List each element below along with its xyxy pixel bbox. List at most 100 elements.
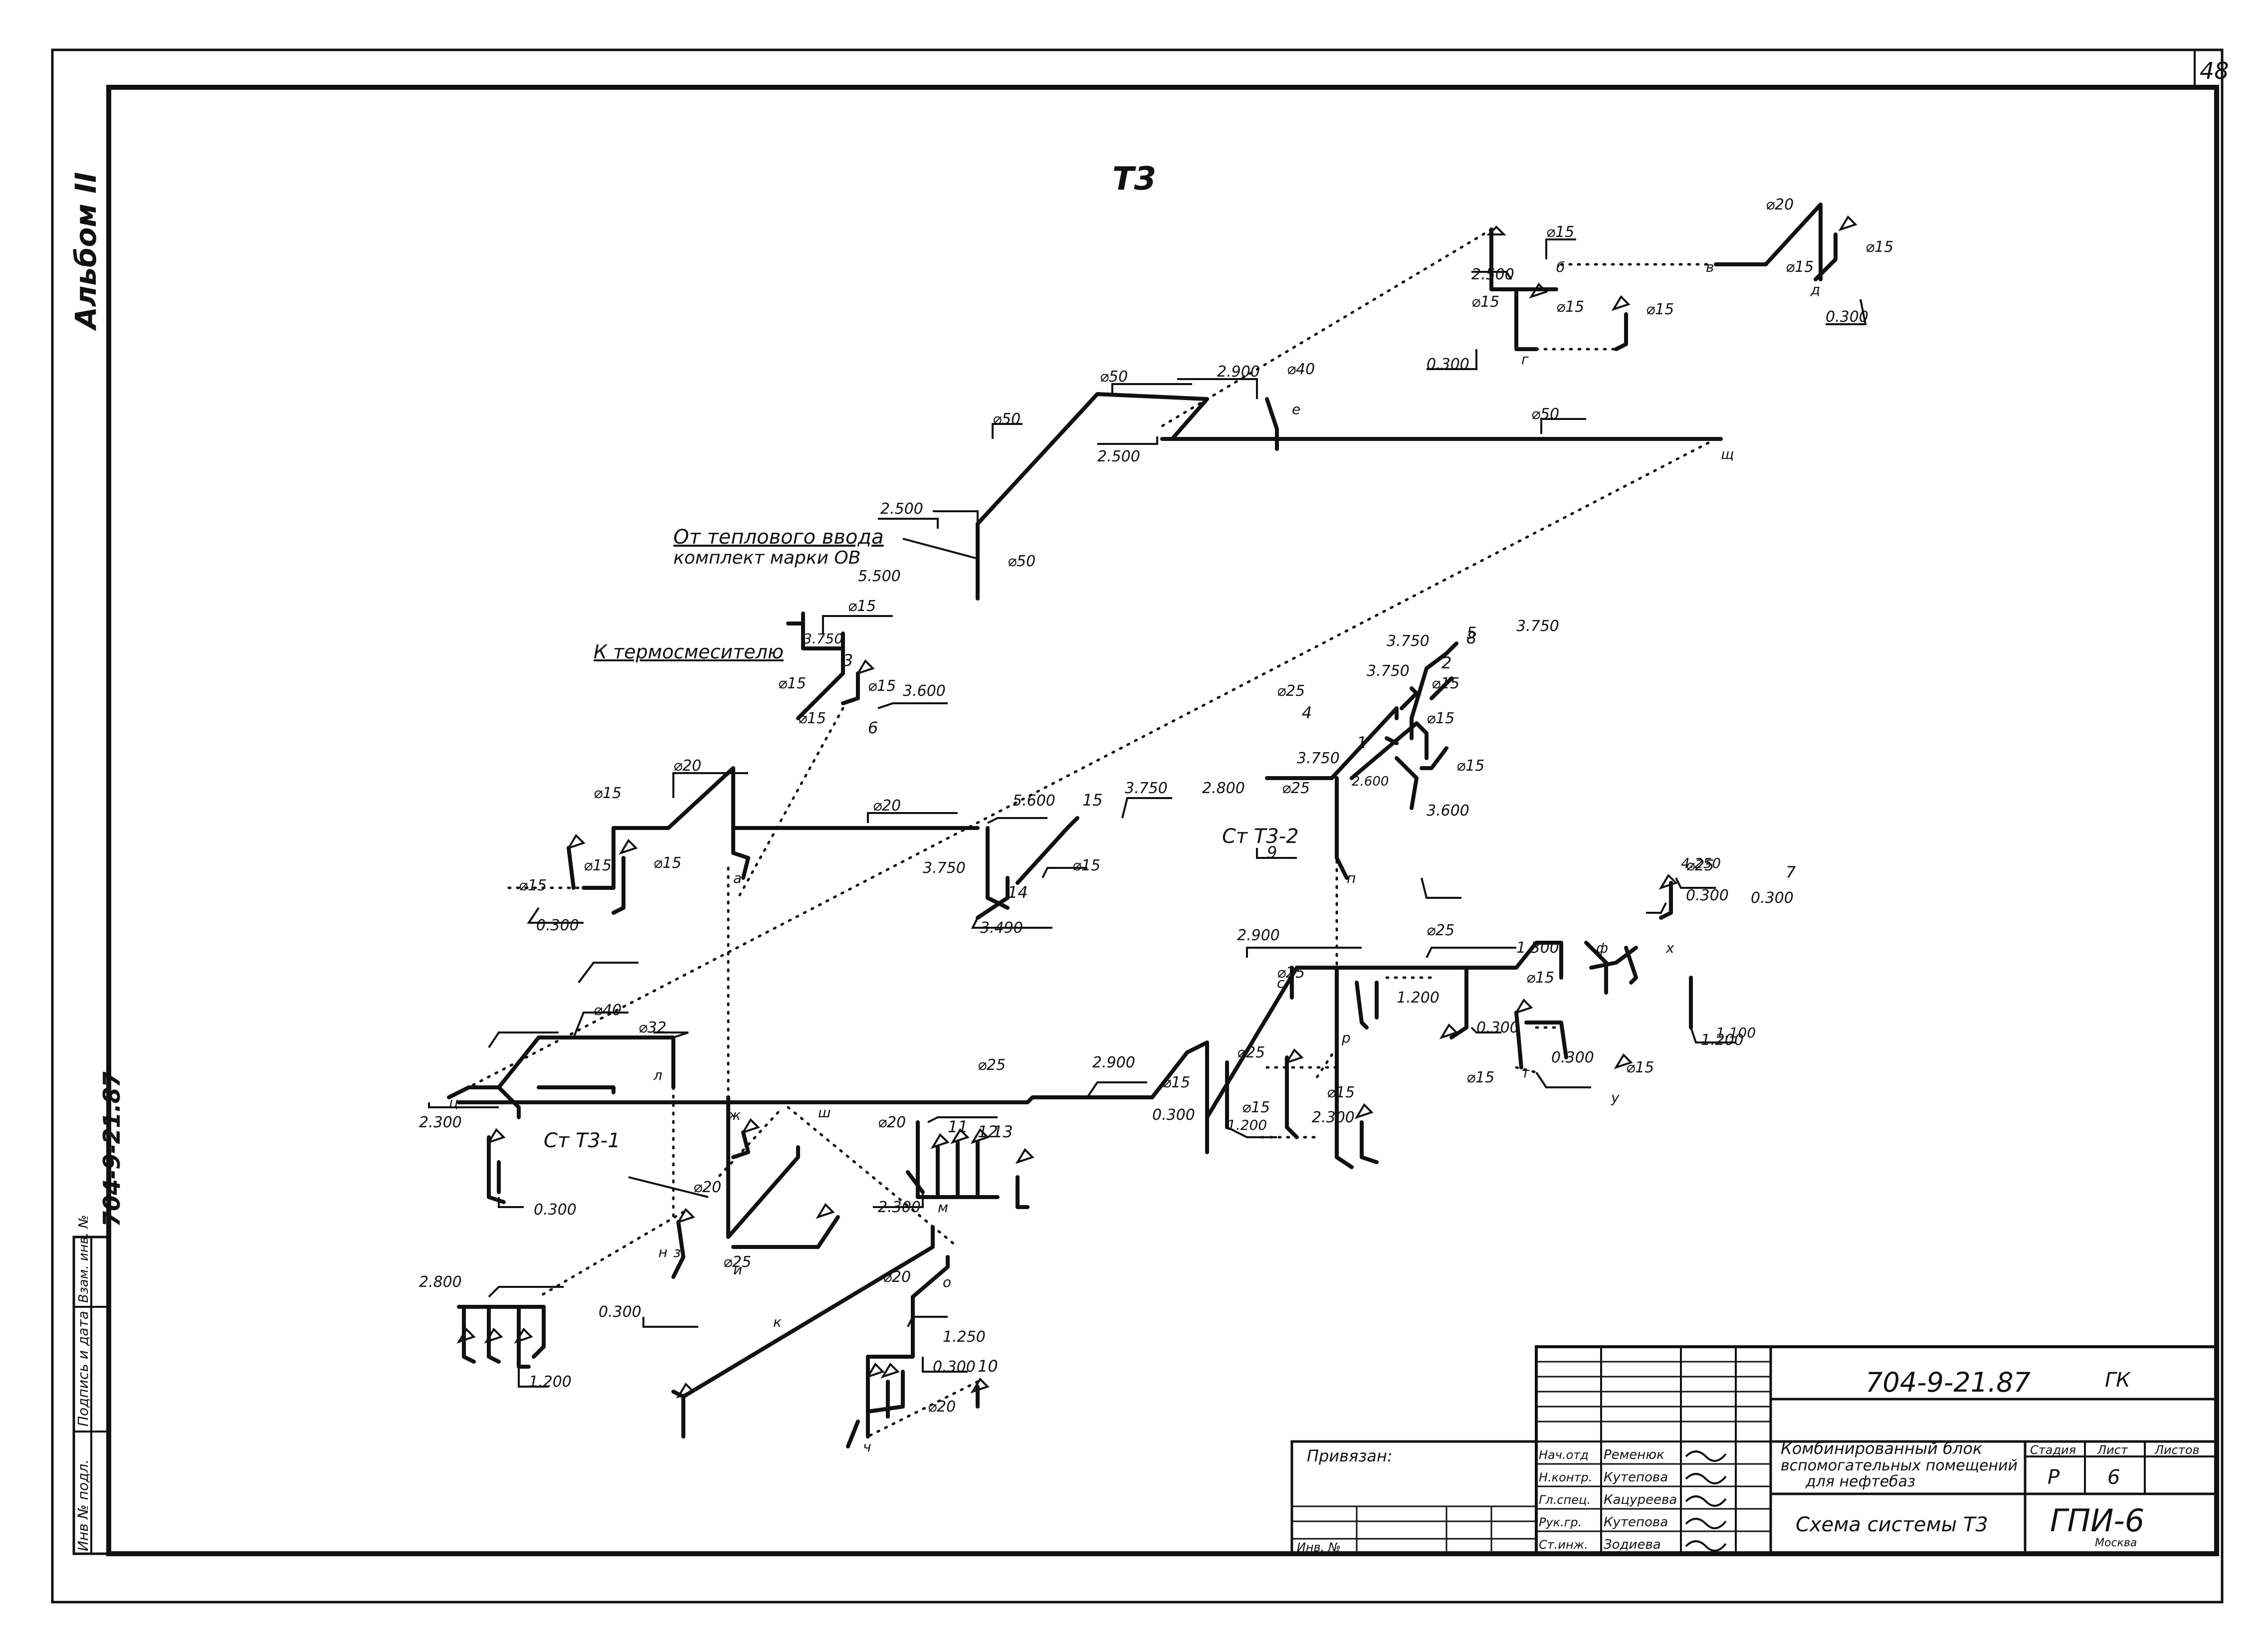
elevation: 0.300: [599, 1303, 641, 1321]
elevation: 4.250: [1681, 855, 1721, 871]
label-heat-input-2: комплект марки ОВ: [673, 548, 860, 568]
pipe-size: ⌀20: [928, 1398, 956, 1416]
tb-sheets-header: Листов: [2154, 1443, 2200, 1457]
pipe-size: ⌀20: [693, 1179, 721, 1196]
node-marker: з: [673, 1244, 681, 1260]
pipe-size: ⌀25: [1282, 780, 1310, 797]
tb-role: Гл.спец.: [1539, 1493, 1591, 1507]
tb-code-suffix: ГК: [2105, 1369, 2131, 1392]
pipe-size: ⌀15: [778, 675, 806, 692]
pipe-size: ⌀15: [1471, 293, 1499, 311]
outer-border: [51, 48, 2224, 1604]
pipe-size: ⌀15: [1432, 675, 1459, 692]
elevation: 2.500: [880, 500, 923, 518]
pipe-size: ⌀40: [594, 1002, 621, 1019]
side-code: 704-9-21.87: [98, 1071, 125, 1227]
elevation: 0.300: [1427, 356, 1469, 373]
elevation: 1.300: [1516, 939, 1559, 957]
elevation: 0.300: [1152, 1106, 1195, 1124]
pipe-size: ⌀25: [978, 1056, 1006, 1074]
elevation: 2.800: [419, 1273, 462, 1291]
node-marker: 15: [1082, 791, 1103, 810]
tb-name: Кутепова: [1604, 1470, 1668, 1485]
pipe-size: ⌀15: [1427, 710, 1454, 727]
pipe-size: ⌀20: [883, 1268, 911, 1286]
tb-name: Зодиева: [1604, 1537, 1661, 1552]
tb-name: Кутепова: [1604, 1515, 1668, 1530]
elevation: 3.600: [903, 682, 946, 700]
elevation: 5.500: [858, 568, 901, 585]
node-marker: ш: [818, 1104, 831, 1121]
elevation: 3.750: [803, 630, 843, 647]
tb-project-line-1: Комбинированный блок: [1781, 1439, 1983, 1458]
node-marker: у: [1611, 1089, 1620, 1106]
label-riser-2: Ст Т3-2: [1222, 825, 1299, 848]
elevation: 2.600: [1352, 774, 1389, 789]
node-marker: б: [1556, 259, 1565, 275]
tb-role: Рук.гр.: [1539, 1515, 1582, 1529]
inner-frame: [106, 85, 2219, 1556]
pipe-size: ⌀25: [1237, 1044, 1265, 1061]
elevation: 1.200: [1227, 1117, 1267, 1133]
tb-sheet: 6: [2107, 1466, 2120, 1489]
node-marker: л: [653, 1067, 662, 1083]
tb-project-line-2: вспомогательных помещений: [1781, 1457, 2018, 1474]
node-marker: г: [1521, 351, 1529, 368]
elevation: 2.500: [1471, 266, 1514, 283]
node-marker: 3: [843, 651, 853, 670]
elevation: 3.750: [1367, 662, 1410, 680]
tb-stage: Р: [2048, 1466, 2060, 1489]
page-number: 48: [2200, 57, 2229, 84]
elevation: 5.600: [1013, 792, 1055, 810]
elevation: 1.100: [1716, 1025, 1756, 1041]
pipe-size: ⌀50: [1008, 553, 1035, 570]
node-marker: 8: [1466, 628, 1476, 647]
node-marker: 6: [868, 718, 878, 737]
pipe-size: ⌀50: [993, 411, 1021, 428]
elevation: 3.750: [1125, 780, 1168, 797]
tb-stage-header: Стадия: [2030, 1443, 2076, 1457]
elevation: 0.300: [536, 917, 579, 934]
pipe-size: ⌀40: [1287, 361, 1315, 378]
piping: [447, 203, 1838, 1448]
tb-role: Н.контр.: [1539, 1470, 1592, 1484]
pipe-size: ⌀15: [519, 877, 547, 894]
node-marker: щ: [1721, 446, 1734, 462]
pipe-size: ⌀15: [848, 598, 876, 615]
tb-sheet-header: Лист: [2097, 1443, 2128, 1457]
pipe-size: ⌀15: [1456, 757, 1484, 775]
pipe-size: ⌀32: [638, 1019, 666, 1036]
label-to-mixer: К термосмесителю: [594, 641, 784, 663]
tb-bound: Привязан:: [1307, 1446, 1393, 1465]
node-marker: 9: [1267, 843, 1277, 862]
node-marker: д: [1810, 281, 1820, 298]
elevation: 2.300: [419, 1114, 462, 1131]
pipe-size: ⌀15: [1526, 969, 1554, 987]
pipe-size: ⌀15: [1242, 1099, 1270, 1116]
pipe-size: ⌀20: [878, 1114, 906, 1131]
node-marker: 10: [978, 1357, 998, 1376]
pipe-size: ⌀15: [1646, 301, 1674, 318]
elevation: 0.300: [1826, 308, 1868, 326]
pipe-size: ⌀15: [1546, 223, 1574, 241]
node-marker: т: [1521, 1064, 1530, 1081]
label-heat-input: От теплового ввода: [673, 526, 884, 549]
node-marker: ч: [863, 1439, 871, 1455]
elevation: 1.200: [1701, 1031, 1744, 1049]
node-marker: а: [733, 870, 742, 886]
node-marker: п: [1347, 870, 1356, 886]
elevation: 0.300: [1476, 1019, 1519, 1036]
pipe-size: ⌀25: [1686, 857, 1714, 874]
node-marker: 4: [1302, 703, 1312, 722]
fixtures: [456, 215, 1857, 1399]
pipe-size: ⌀25: [723, 1253, 751, 1271]
pipe-size: ⌀15: [1786, 258, 1814, 276]
node-marker: в: [1706, 259, 1714, 275]
pipe-size: ⌀15: [1466, 1069, 1494, 1086]
elevation: 2.900: [1092, 1054, 1135, 1071]
elevation: 3.750: [1297, 750, 1340, 767]
pipe-size: ⌀20: [873, 797, 901, 815]
node-marker: 7: [1786, 863, 1796, 882]
pipe-size: ⌀50: [1531, 406, 1559, 423]
pipe-size: ⌀15: [1162, 1074, 1190, 1091]
